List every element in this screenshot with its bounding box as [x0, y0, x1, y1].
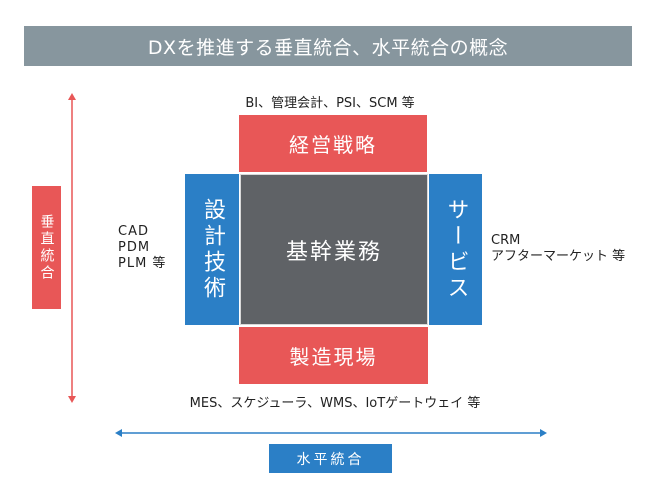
core-operations-box: 基幹業務	[240, 174, 428, 325]
horizontal-integration-badge: 水平統合	[269, 444, 392, 473]
service-label: サービス	[443, 197, 469, 302]
left-caption-line: PLM 等	[118, 256, 167, 271]
left-caption-line: PDM	[118, 240, 151, 255]
diagram-title: DXを推進する垂直統合、水平統合の概念	[24, 26, 632, 66]
left-caption-line: CAD	[118, 224, 149, 239]
service-box: サービス	[429, 174, 482, 325]
vertical-integration-badge: 垂直統合	[32, 186, 61, 309]
manufacturing-floor-box: 製造現場	[239, 327, 428, 384]
design-engineering-box: 設計技術	[185, 174, 239, 325]
bottom-caption: MES、スケジューラ、WMS、IoTゲートウェイ 等	[189, 396, 481, 411]
left-caption: CAD PDM PLM 等	[118, 224, 166, 272]
design-engineering-label: 設計技術	[200, 197, 225, 302]
right-caption-line: アフターマーケット 等	[491, 249, 626, 264]
vertical-arrow-icon	[68, 93, 76, 403]
right-caption-line: CRM	[491, 233, 521, 248]
vertical-integration-label: 垂直統合	[38, 213, 55, 282]
top-caption: BI、管理会計、PSI、SCM 等	[245, 96, 415, 111]
horizontal-arrow-icon	[115, 429, 547, 437]
right-caption: CRM アフターマーケット 等	[491, 233, 625, 265]
management-strategy-box: 経営戦略	[239, 115, 427, 172]
